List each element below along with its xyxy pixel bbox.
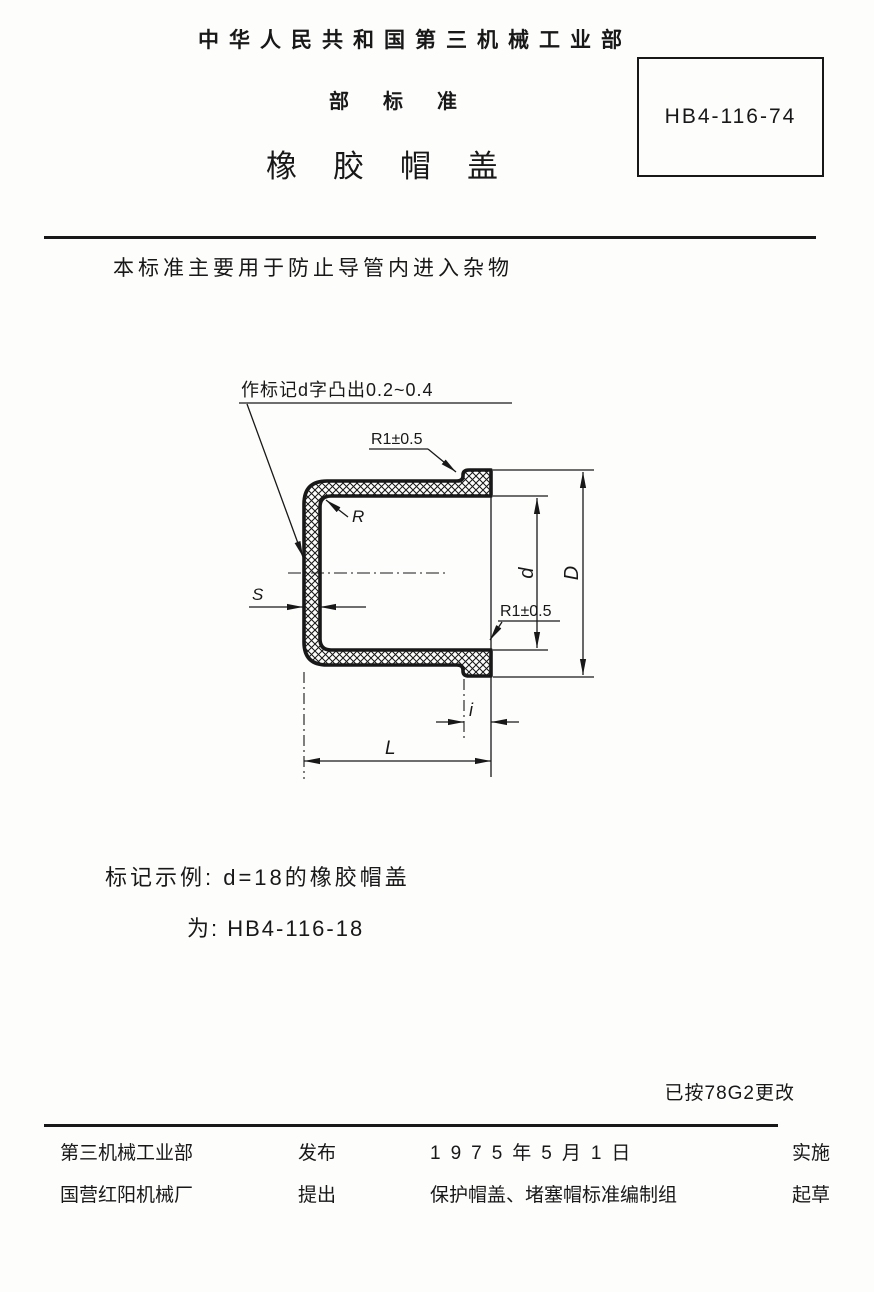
dim-d-outer: D (493, 469, 594, 678)
dim-i-label: i (469, 700, 474, 720)
footer-drafted-label: 起草 (791, 1185, 830, 1206)
revision-note: 已按78G2更改 (664, 1083, 795, 1104)
footer-proposed-row: 国营红阳机械厂 提出 (60, 1180, 336, 1207)
footer-issued-label: 发布 (297, 1143, 336, 1164)
footer-date-row: 1975年5月1日 实施 (430, 1138, 830, 1165)
footer-implementation-date: 1975年5月1日 (430, 1143, 641, 1164)
footer-divider-rule (44, 1124, 778, 1127)
footer-issued-row: 第三机械工业部 发布 (60, 1138, 336, 1165)
footer-drafter: 保护帽盖、堵塞帽标准编制组 (430, 1185, 678, 1206)
top-divider-rule (44, 236, 816, 239)
marking-example-line1: 标记示例: d=18的橡胶帽盖 (105, 865, 410, 890)
intro-text: 本标准主要用于防止导管内进入杂物 (113, 257, 513, 280)
ministry-name: 中华人民共和国第三机械工业部 (198, 29, 632, 52)
dim-d-outer-label: D (561, 566, 583, 580)
dim-s-label: S (252, 585, 264, 604)
dim-r1-top-label: R1±0.5 (371, 431, 423, 448)
dim-l-label: L (385, 738, 396, 759)
cap-cross-section (302, 468, 493, 678)
dim-r1-bottom-label: R1±0.5 (500, 603, 552, 620)
dim-d-inner-label: d (516, 567, 538, 579)
annotation-mark-d: 作标记d字凸出0.2~0.4 (239, 380, 512, 558)
footer-issuer: 第三机械工业部 (60, 1143, 194, 1164)
standard-type-label: 部标准 (329, 91, 491, 113)
footer-proposer: 国营红阳机械厂 (60, 1185, 194, 1206)
dim-i: i (436, 679, 519, 740)
page-title: 橡胶帽盖 (266, 149, 534, 184)
footer-proposed-label: 提出 (297, 1185, 336, 1206)
dim-r1-bottom: R1±0.5 (489, 603, 560, 641)
dim-d-inner: d (493, 495, 548, 651)
dim-r1-top: R1±0.5 (369, 431, 457, 473)
dim-r-label: R (352, 507, 364, 526)
standard-code: HB4-116-74 (664, 105, 797, 128)
dim-l: L (303, 672, 491, 779)
standard-code-box: HB4-116-74 (637, 57, 824, 177)
annotation-text: 作标记d字凸出0.2~0.4 (241, 380, 434, 400)
dim-s: S (249, 585, 366, 611)
footer-drafted-row: 保护帽盖、堵塞帽标准编制组 起草 (430, 1180, 830, 1207)
marking-example-line2: 为: HB4-116-18 (187, 916, 365, 941)
dim-r: R (325, 499, 364, 526)
footer-implemented-label: 实施 (791, 1143, 830, 1164)
